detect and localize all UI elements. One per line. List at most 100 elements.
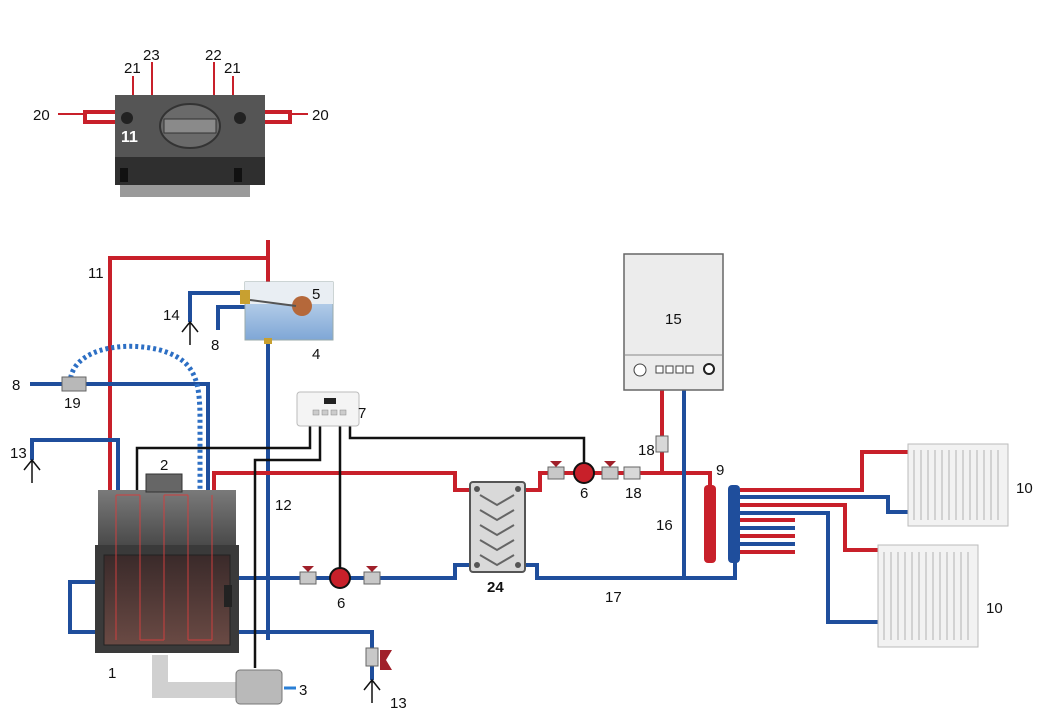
pipe-14-overflow (188, 291, 245, 322)
label-20-right: 20 (312, 107, 329, 124)
manifold-supply (704, 485, 716, 563)
pipes (30, 240, 908, 680)
fireplace-upper-body (98, 490, 236, 545)
pump-6-primary (329, 567, 351, 589)
label-4: 4 (312, 346, 320, 363)
pump-group-primary (299, 566, 381, 589)
pipe-primary-return (236, 563, 470, 580)
expansion-tank (240, 281, 334, 344)
check-valve-18-upper (655, 435, 669, 453)
coil-tee-19 (61, 376, 87, 392)
float-ball (292, 296, 312, 316)
tank-outlet (264, 338, 272, 344)
label-11-top: 11 (121, 129, 138, 146)
top-view-port-right (234, 112, 246, 124)
top-view-connection-right (265, 110, 292, 124)
controller-display (324, 398, 336, 404)
pump-6-secondary (573, 462, 595, 484)
pipe-8-coil-feed (30, 382, 210, 490)
radiator-upper (907, 443, 1009, 527)
wire-controller-to-fireplace-2 (253, 425, 322, 668)
pipe-17-secondary-return (525, 560, 737, 580)
label-5: 5 (312, 286, 320, 303)
label-23: 23 (143, 47, 160, 64)
plate-heat-exchanger (469, 481, 526, 573)
pipe-8-feed (216, 305, 245, 330)
valve-secondary-left (547, 466, 565, 480)
pipe-13-top (30, 438, 120, 490)
drain-14-icon (181, 320, 199, 345)
air-damper (235, 669, 283, 705)
manifold-return (728, 485, 740, 563)
wire-controller-to-fireplace (135, 425, 312, 490)
fireplace-handle (224, 585, 232, 607)
fireplace-glass (103, 554, 231, 646)
label-13-bottom: 13 (390, 695, 407, 712)
label-11: 11 (88, 265, 104, 282)
pump-group-secondary (547, 435, 669, 484)
label-9: 9 (716, 462, 724, 479)
label-3: 3 (299, 682, 307, 699)
label-1: 1 (108, 665, 116, 682)
valve-secondary-right (601, 466, 619, 480)
label-10-upper: 10 (1016, 480, 1033, 497)
label-22: 22 (205, 47, 222, 64)
fireplace-top-view: 11 (58, 62, 308, 197)
top-view-band (115, 157, 265, 185)
top-view-base (120, 185, 250, 197)
label-16: 16 (656, 517, 673, 534)
label-18-upper: 18 (638, 442, 655, 459)
label-19: 19 (64, 395, 81, 412)
boiler-gauge (633, 363, 647, 377)
boiler-knob (703, 363, 715, 375)
label-2: 2 (160, 457, 168, 474)
controller-unit (296, 391, 360, 427)
label-13-top: 13 (10, 445, 27, 462)
pipe-11-safety-supply (108, 240, 270, 490)
label-12: 12 (275, 497, 292, 514)
label-21-left: 21 (124, 60, 141, 77)
float-valve (240, 290, 250, 304)
float-arm (249, 299, 297, 307)
flue-collar (145, 473, 183, 493)
drain-13-bottom-icon (363, 647, 392, 703)
label-14: 14 (163, 307, 180, 324)
fireplace-insert (95, 473, 296, 705)
label-6-secondary: 6 (580, 485, 588, 502)
heating-coil (115, 494, 213, 641)
valve-primary-right (363, 571, 381, 585)
label-15: 15 (665, 311, 682, 328)
pipe-secondary-supply (525, 471, 712, 492)
radiator-lower (877, 544, 979, 648)
label-21-right: 21 (224, 60, 241, 77)
label-17: 17 (605, 589, 622, 606)
pipe-return-left (68, 580, 98, 634)
label-7: 7 (358, 405, 366, 422)
top-view-port-left (121, 112, 133, 124)
drain-13-top-icon (23, 458, 41, 483)
top-view-connection-left (83, 110, 115, 124)
label-24: 24 (487, 579, 504, 596)
callout-labels: 20 20 21 23 22 21 11 5 14 8 4 8 19 7 13 … (10, 47, 1033, 712)
control-wiring (135, 425, 586, 668)
label-6-primary: 6 (337, 595, 345, 612)
pipe-radiator-lower-return (740, 511, 878, 624)
wire-controller-to-pump-secondary (348, 425, 586, 473)
label-18-lower: 18 (625, 485, 642, 502)
gas-boiler (623, 253, 724, 391)
top-view-tab-left (120, 168, 128, 182)
label-10-lower: 10 (986, 600, 1003, 617)
pipe-primary-supply (212, 471, 470, 492)
label-8: 8 (12, 377, 20, 394)
coil-hose (67, 343, 203, 490)
pipe-radiator-upper-return (740, 495, 908, 514)
top-view-damper (163, 118, 217, 134)
manifold-collector (704, 485, 740, 563)
valve-primary-left (299, 571, 317, 585)
top-view-tab-right (234, 168, 242, 182)
pipe-radiator-lower-supply (740, 503, 878, 552)
pipe-radiator-upper-supply (740, 450, 908, 492)
label-8-tank: 8 (211, 337, 219, 354)
air-intake-duct (152, 655, 240, 698)
